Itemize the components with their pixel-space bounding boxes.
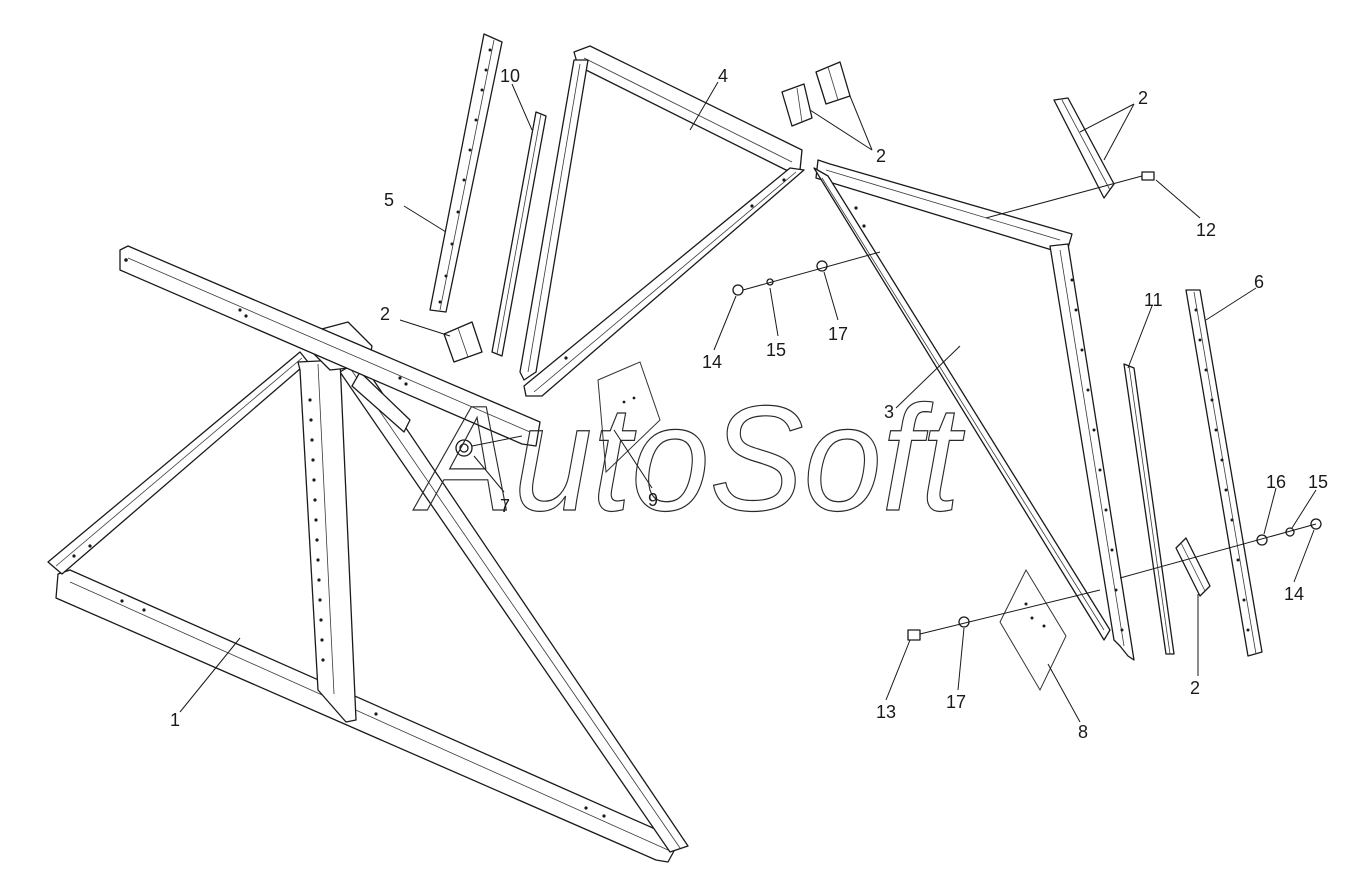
callout-17: 17 bbox=[946, 692, 966, 712]
callout-6: 6 bbox=[1254, 272, 1264, 292]
callout-8: 8 bbox=[1078, 722, 1088, 742]
part-2-hinges bbox=[443, 61, 1211, 597]
callout-labels: 1 2 2 2 2 3 4 5 6 7 8 9 10 11 12 13 14 1… bbox=[170, 66, 1328, 742]
callout-13: 13 bbox=[876, 702, 896, 722]
watermark-text: AutoSoft bbox=[412, 374, 965, 542]
part-6-hinge-bar bbox=[1185, 289, 1263, 657]
callout-4: 4 bbox=[718, 66, 728, 86]
fasteners-right bbox=[1119, 518, 1322, 579]
callout-5: 5 bbox=[384, 190, 394, 210]
leader-lines bbox=[179, 81, 1317, 723]
part-1-crossbar bbox=[119, 245, 541, 447]
part-5-hinge-bar bbox=[429, 33, 503, 313]
callout-14: 14 bbox=[702, 352, 722, 372]
callout-3: 3 bbox=[884, 402, 894, 422]
callout-1: 1 bbox=[170, 710, 180, 730]
callout-2: 2 bbox=[876, 146, 886, 166]
part-4-upper-frame bbox=[519, 45, 805, 397]
part-8-plate bbox=[999, 568, 1067, 692]
callout-11: 11 bbox=[1144, 290, 1163, 310]
callout-15: 15 bbox=[766, 340, 786, 360]
callout-15: 15 bbox=[1308, 472, 1328, 492]
part-9-plate bbox=[597, 361, 661, 474]
callout-14: 14 bbox=[1284, 584, 1304, 604]
fasteners-upper bbox=[732, 251, 881, 296]
callout-9: 9 bbox=[648, 490, 658, 510]
callout-2: 2 bbox=[1190, 678, 1200, 698]
part-7-nut bbox=[455, 435, 523, 457]
part-10-strip bbox=[491, 111, 547, 357]
part-11-strip bbox=[1123, 363, 1175, 655]
part-3-right-frame bbox=[813, 159, 1135, 661]
fasteners-lower bbox=[907, 589, 1101, 641]
callout-16: 16 bbox=[1266, 472, 1286, 492]
callout-17: 17 bbox=[828, 324, 848, 344]
fastener-12 bbox=[985, 171, 1155, 219]
callout-7: 7 bbox=[500, 496, 510, 516]
callout-2: 2 bbox=[1138, 88, 1148, 108]
callout-2: 2 bbox=[380, 304, 390, 324]
callout-10: 10 bbox=[500, 66, 520, 86]
callout-12: 12 bbox=[1196, 220, 1216, 240]
